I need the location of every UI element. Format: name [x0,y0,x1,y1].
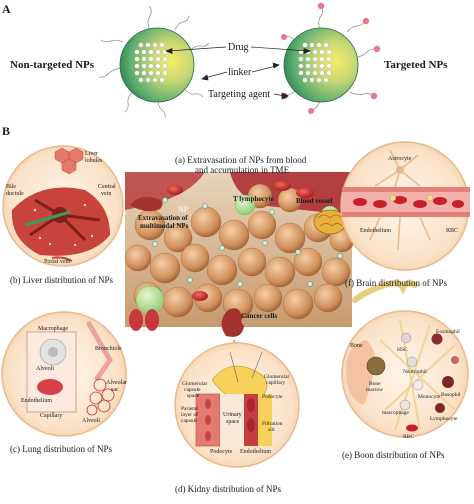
liver-icon [130,197,163,212]
lung-icon [129,309,159,331]
drug-grid-left [134,42,168,83]
glom-capillary-line2: capillary [266,380,285,386]
lymphocyte-label: Lymphocyte [430,416,458,422]
parietal-cells [205,399,211,441]
non-targeted-np [98,5,210,119]
lung-panel [1,311,127,437]
lung-caption: (c) Lung distribution of NPs [10,444,112,454]
monocyte-label: Monocyte [418,394,441,400]
kidney-panel [174,342,300,468]
extravasation-line1: Extravasation of [138,214,188,222]
podocyte-bottom-label: Podocyte [210,449,233,455]
filtration-line1: Filtration [262,421,283,427]
capillary-rbc [37,379,63,395]
lung-endothelium-label: Endothelium [21,398,52,404]
targeted-np [281,2,381,114]
brain-rbc-label: RBC [446,228,458,234]
bone-icon [352,280,418,303]
parietal-line2: layer of [181,411,198,418]
red-blood-cells [167,181,314,301]
brain-panel [340,141,470,271]
glom-capillary-line1: Glomerular [264,374,290,380]
panel-b-letter: B [2,124,10,138]
brain-rbcs [353,196,464,208]
eosinophil-label: Eosinophil [436,329,460,335]
t-lymphocyte-label: T lymphocyte [233,195,274,203]
astrocyte-label: Astrocyte [388,156,412,162]
alveolar-sac [86,378,115,416]
drug-grid-right [298,42,332,83]
panel-a-letter: A [2,2,11,16]
kidney-endothelium-label: Endothelium [240,449,271,455]
alveolar-line1: Alveolar [106,380,127,386]
np-linkers-left [98,5,210,119]
liver-panel [2,145,124,267]
bone-cells [399,332,459,432]
lung-alveoli-bottom: Alveoli [82,418,100,424]
podocyte-right-label: Podocyte [262,394,283,400]
marrow-line2: marrow [366,387,383,393]
liver-dots [33,203,94,247]
glom-capsule-line1: Glomerular [182,381,208,387]
non-targeted-label: Non-targeted NPs [10,59,95,71]
np-label: NP [178,205,189,214]
center-caption-line1: (a) Extravasation of NPs from blood [175,155,307,165]
brain-endothelium-label: Endothelium [360,228,391,234]
cancer-cells-label: Cancer cells [241,312,277,320]
panel-a-arrows [165,46,311,100]
portal-vein-label: Portal vein [44,259,70,265]
alveolar-line2: sac [111,387,119,393]
urinary-line1: Urinary [223,412,242,418]
bone-marrow [366,356,386,376]
neutrophil-label: Neutrophil [403,369,427,375]
hsc-label: HSC [397,347,408,353]
linker-label: linker [228,67,252,78]
lung-capillary-label: Capillary [40,413,62,419]
bronchiole-label: Bronchiole [95,346,122,352]
targeted-label: Targeted NPs [384,59,448,71]
liver-lobules [54,147,84,175]
filtration-line2: slit [268,427,275,433]
central-vein-line2: vein [101,191,111,197]
bile-line1: Bile [6,184,16,190]
tme-scene [124,172,418,363]
drug-label: Drug [228,42,249,53]
kidney-caption: (d) Kidny distribution of NPs [175,484,281,494]
center-caption-line2: and accumulation in TME [195,165,290,175]
blood-vessel-label: Blood vessel [296,197,332,205]
urinary-line2: space [226,419,240,425]
bone-caption: (e) Boon distribution of NPs [342,450,445,460]
liver-lobules-line2: lobules [85,158,103,164]
bile-line2: ductule [6,191,24,197]
extravasation-line2: multimodal NPs [140,222,189,230]
bone-panel [341,310,469,438]
lung-macrophage-label: Macrophage [38,326,68,332]
liver-lobules-line1: Liver [85,151,98,157]
brain-caption: (f) Brain distribution of NPs [345,278,447,288]
np-dots [152,197,343,287]
tumor-cells [124,183,355,320]
bone-label: Bone [350,343,363,349]
kidney-rbcs [247,398,255,432]
central-vein-line1: Central [98,184,116,190]
lung-alveoli-top: Alveoli [36,366,54,372]
glom-capsule-line3: space [187,393,200,399]
basophil-label: Basophil [441,392,461,398]
bone-rbc-label: RBC [403,434,414,440]
parietal-line1: Parietal [181,406,198,412]
astrocyte-processes [369,149,431,251]
glom-capsule-line2: capsule [184,387,201,393]
bone-shape [346,340,375,405]
marrow-line1: Bone [369,381,381,387]
liver-caption: (b) Liver distribution of NPs [10,275,113,285]
parietal-line3: capsule [181,418,198,424]
bone-macrophage-label: macrophage [382,410,409,416]
targeting-agent-label: Targeting agent [208,89,270,100]
